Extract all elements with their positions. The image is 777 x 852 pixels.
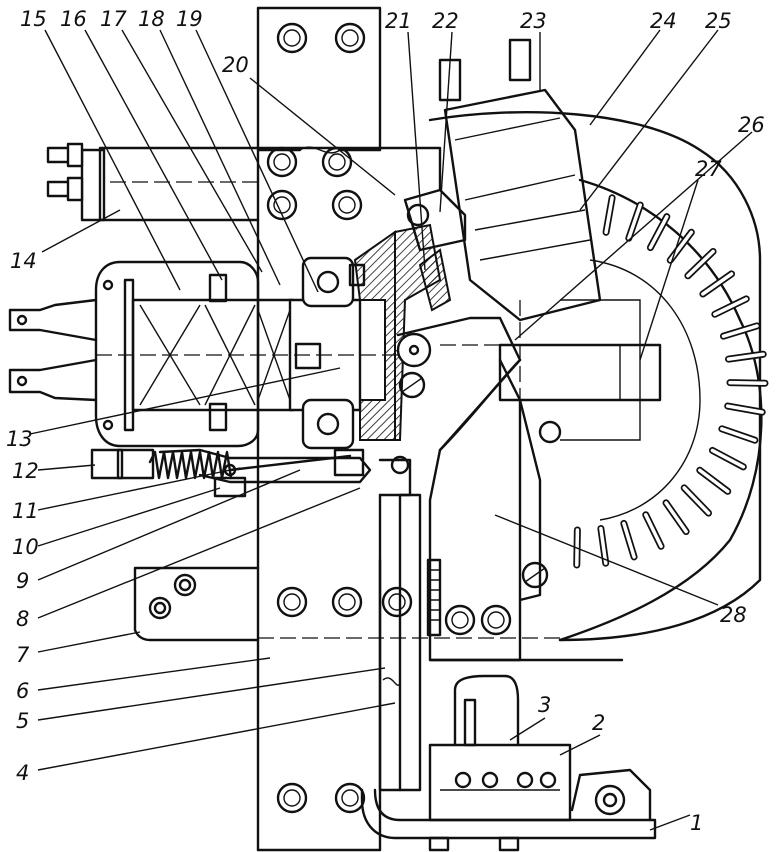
callout-8: 8: [16, 607, 29, 631]
arc-chute: [403, 38, 602, 322]
callout-19: 19: [176, 7, 203, 31]
bolt-icon: [276, 782, 308, 814]
callout-7: 7: [16, 643, 30, 667]
bolt-icon: [334, 22, 366, 54]
callout-21: 21: [385, 9, 412, 33]
callout-1: 1: [690, 811, 703, 835]
callout-27: 27: [695, 157, 722, 181]
armature-block: [301, 223, 452, 450]
callout-18: 18: [138, 7, 165, 31]
bolt-icon: [266, 189, 298, 221]
callout-2: 2: [592, 711, 605, 735]
callout-9: 9: [16, 569, 29, 593]
callout-28: 28: [720, 603, 747, 627]
leader-lines: [29, 29, 753, 831]
callout-11: 11: [12, 499, 39, 523]
slotted-disc: [428, 111, 769, 642]
callout-15: 15: [20, 7, 47, 31]
spring-mechanism: [90, 448, 412, 498]
bolt-icon: [381, 586, 413, 618]
callout-3: 3: [538, 693, 551, 717]
bolt-icon: [331, 189, 363, 221]
bolt-icon: [331, 586, 363, 618]
callout-10: 10: [12, 535, 39, 559]
callout-23: 23: [520, 9, 547, 33]
bolt-icon: [266, 146, 298, 178]
callout-6: 6: [16, 679, 29, 703]
callout-14: 14: [10, 249, 37, 273]
callout-16: 16: [60, 7, 87, 31]
bolt-icon: [334, 782, 366, 814]
callout-5: 5: [16, 709, 29, 733]
callout-12: 12: [12, 459, 39, 483]
relay-assembly: [360, 674, 657, 852]
callout-25: 25: [705, 9, 732, 33]
callout-4: 4: [16, 761, 29, 785]
callout-24: 24: [650, 9, 677, 33]
callout-20: 20: [222, 53, 249, 77]
bolt-icon: [276, 22, 308, 54]
vertical-rod: [378, 493, 422, 792]
callout-17: 17: [100, 7, 127, 31]
callout-26: 26: [738, 113, 765, 137]
callout-22: 22: [432, 9, 459, 33]
callout-13: 13: [6, 427, 33, 451]
bolt-icon: [276, 586, 308, 618]
bolt-icon: [480, 604, 512, 636]
callout-labels: 15 16 17 18 19 20 21 22 23 24 25 26 27 1…: [6, 7, 765, 835]
electromagnet: [8, 260, 430, 448]
lower-bracket: [133, 566, 560, 642]
lever-assembly: [396, 300, 640, 662]
bolt-icon: [444, 604, 476, 636]
